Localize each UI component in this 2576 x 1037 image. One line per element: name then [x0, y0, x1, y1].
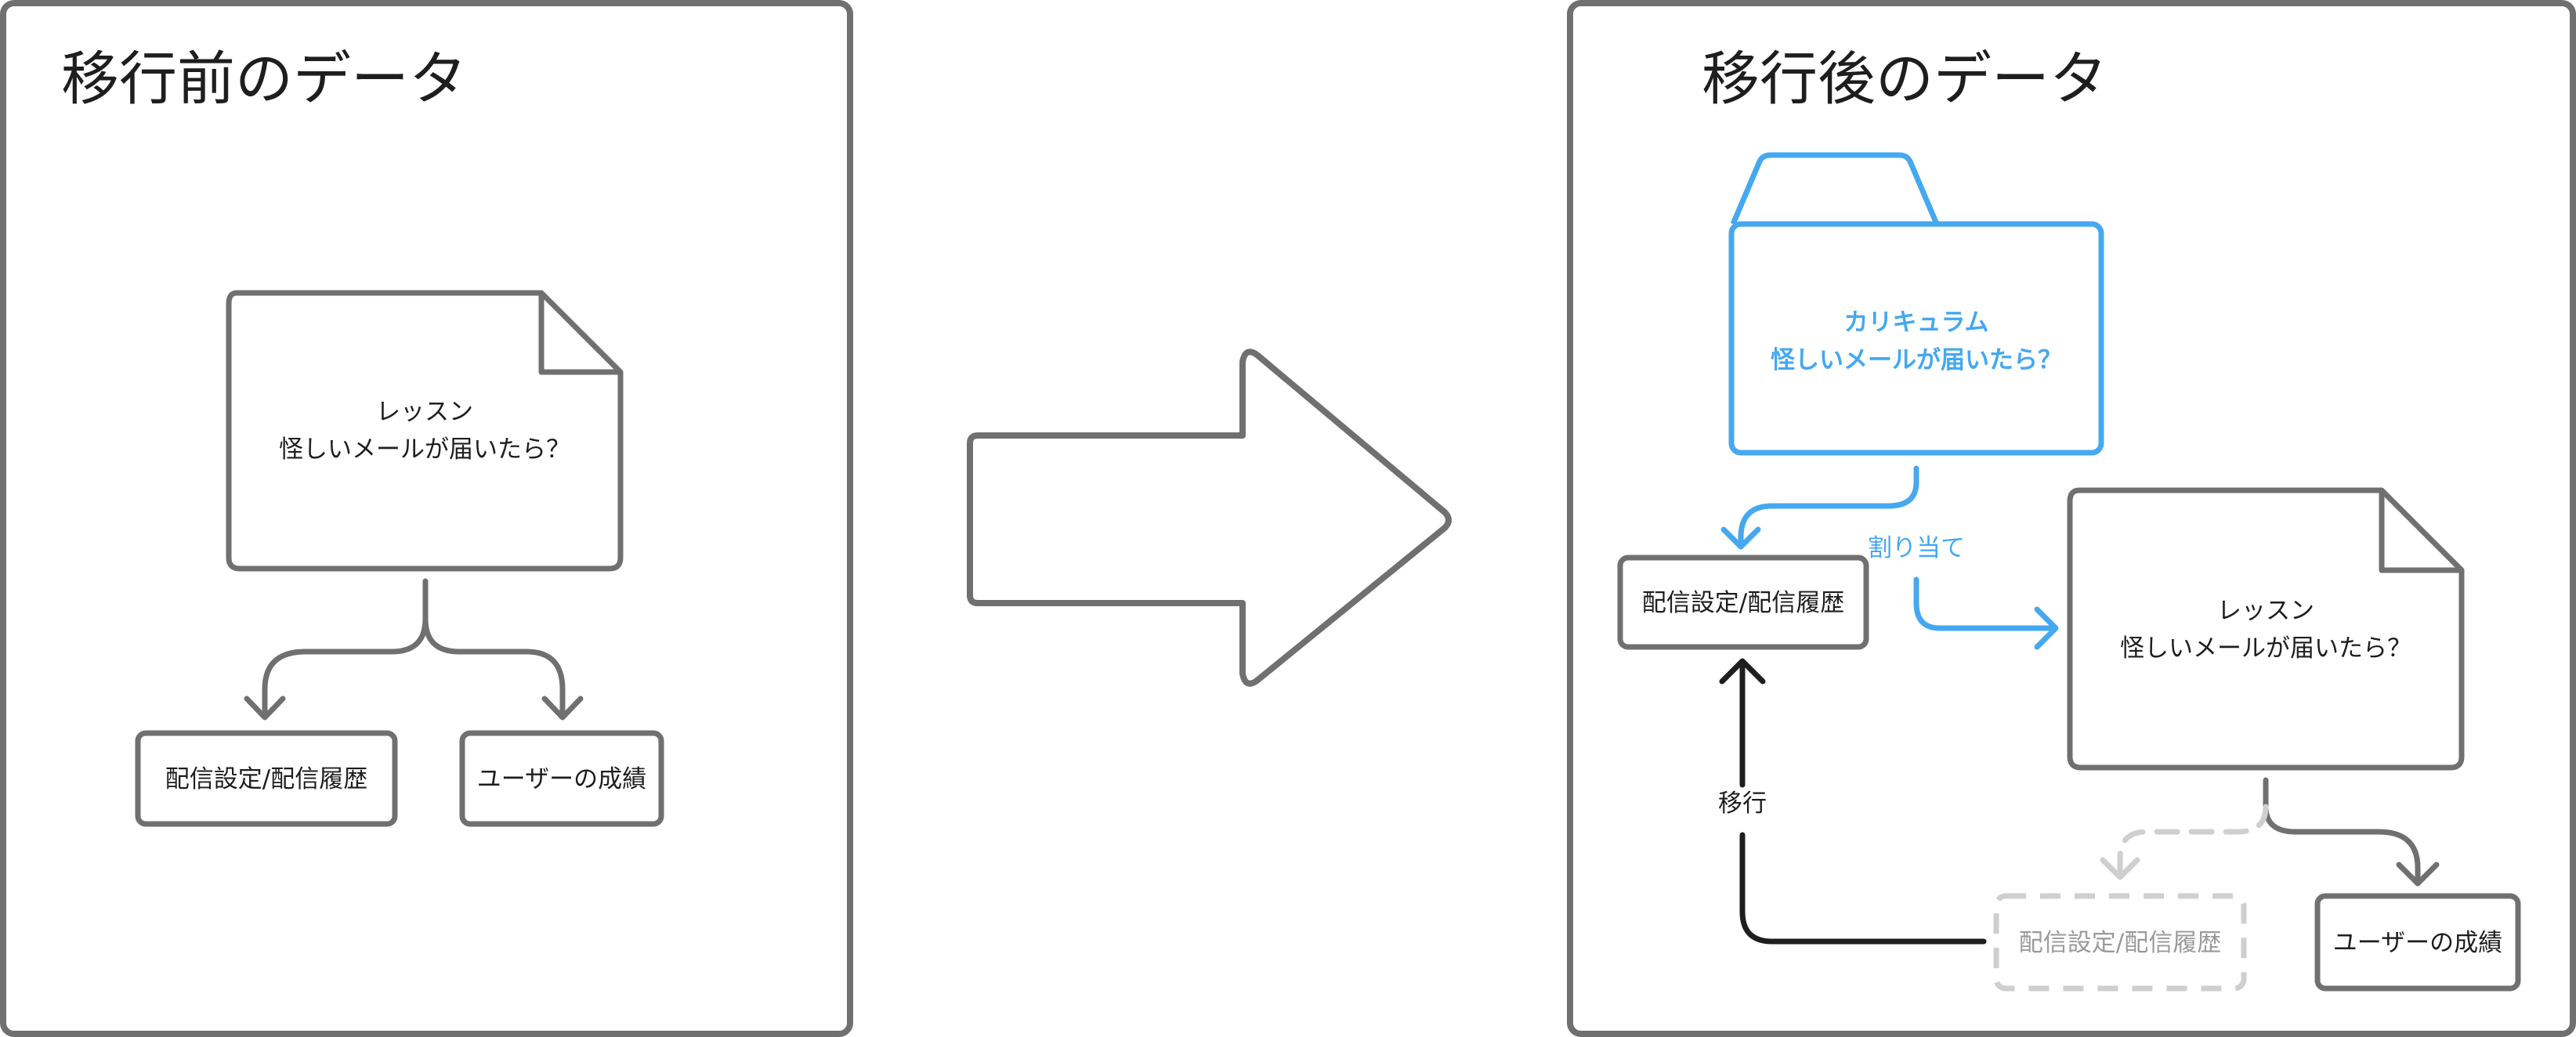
before-delivery-box: 配信設定/配信履歴	[135, 730, 398, 827]
curriculum-line1: カリキュラム	[1843, 309, 1988, 337]
curriculum-line2: 怪しいメールが届いたら？	[1771, 346, 2062, 374]
after-document-shape	[2067, 487, 2465, 771]
after-grades-box: ユーザーの成績	[2314, 893, 2521, 992]
faded-connector	[2100, 804, 2269, 880]
migrate-label: 移行	[1718, 789, 1767, 818]
after-panel-title: 移行後のデータ	[1702, 45, 2107, 113]
arrowhead-delivery	[244, 696, 286, 721]
lesson-to-grades-connector	[2263, 777, 2440, 887]
before-connectors	[244, 578, 584, 721]
curriculum-folder: カリキュラム 怪しいメールが届いたら？	[1728, 152, 2104, 456]
before-grades-label: ユーザーの成績	[477, 765, 646, 793]
grades-connector-line	[2263, 777, 2421, 883]
assign-to-delivery-connector	[1738, 465, 1919, 547]
assign-arrowhead-lesson	[2034, 606, 2059, 650]
delivery-box-shape	[135, 730, 398, 827]
after-lesson-line2: 怪しいメールが届いたら？	[2120, 634, 2411, 663]
after-delivery-box-shape	[1617, 555, 1869, 650]
assign-connectors	[1720, 465, 2059, 650]
before-lesson-line2: 怪しいメールが届いたら？	[279, 435, 570, 464]
before-grades-box: ユーザーの成績	[459, 730, 664, 827]
before-lesson-document: レッスン 怪しいメールが届いたら？	[226, 290, 624, 572]
after-delivery-box: 配信設定/配信履歴	[1617, 555, 1869, 650]
migration-arrow	[967, 349, 1452, 687]
grades-box-shape	[459, 730, 664, 827]
faded-arrowhead	[2100, 857, 2140, 880]
after-panel: 移行後のデータ カリキュラム 怪しいメールが届いたら？ 割り当て 配信設定/配信…	[1567, 0, 2576, 1037]
migrate-connector	[1719, 658, 1987, 945]
folder-tab	[1730, 152, 1940, 226]
before-panel: 移行前のデータ レッスン 怪しいメールが届いたら？ 配信設定/配信履歴 ユーザー…	[0, 0, 853, 1037]
old-delivery-box: 配信設定/配信履歴	[1993, 893, 2247, 992]
faded-connector-line	[2117, 804, 2269, 876]
arrowhead-grades	[541, 696, 584, 721]
folder-body	[1728, 221, 2104, 456]
assign-to-lesson-connector	[1913, 576, 2056, 631]
after-lesson-document: レッスン 怪しいメールが届いたら？	[2067, 487, 2465, 771]
migrate-arrowhead	[1719, 658, 1766, 685]
assign-arrowhead-delivery	[1720, 526, 1761, 550]
before-delivery-label: 配信設定/配信履歴	[165, 765, 367, 793]
before-panel-frame	[0, 0, 853, 1037]
assign-label: 割り当て	[1868, 534, 1965, 562]
before-lesson-line1: レッスン	[376, 398, 473, 426]
after-document-fold	[2379, 490, 2462, 573]
after-grades-label: ユーザーの成績	[2333, 929, 2502, 957]
migrate-connector-lower	[1739, 832, 1987, 945]
connector-to-delivery	[262, 578, 429, 719]
after-panel-frame	[1567, 0, 2576, 1037]
old-delivery-box-shape	[1993, 893, 2247, 992]
connector-to-grades	[422, 616, 566, 719]
after-lesson-line1: レッスン	[2217, 597, 2314, 625]
after-delivery-label: 配信設定/配信履歴	[1642, 589, 1844, 617]
grades-arrowhead	[2396, 862, 2440, 887]
old-delivery-label: 配信設定/配信履歴	[2019, 929, 2221, 957]
document-fold	[538, 293, 620, 375]
after-grades-box-shape	[2314, 893, 2521, 992]
before-panel-title: 移行前のデータ	[61, 45, 467, 113]
document-shape	[226, 290, 624, 572]
